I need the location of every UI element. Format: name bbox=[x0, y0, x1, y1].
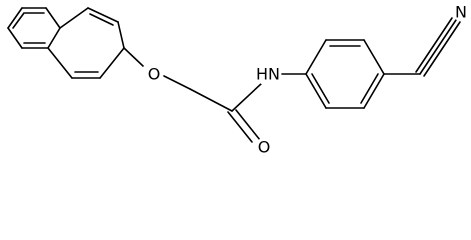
nitrile-nitrogen-atom: N bbox=[452, 3, 470, 22]
amide-nitrogen-atom: HN bbox=[256, 62, 280, 86]
nitrile-nitrogen-label: N bbox=[455, 3, 467, 22]
carbonyl-oxygen-label: O bbox=[258, 138, 271, 156]
amide-nitrogen-label: HN bbox=[256, 65, 280, 84]
ether-linkage bbox=[123, 47, 191, 90]
benzene-ring bbox=[305, 39, 385, 109]
acetamide-linkage bbox=[189, 82, 263, 143]
ether-oxygen-atom: O bbox=[145, 65, 163, 84]
naphthalene-right-ring bbox=[47, 7, 125, 79]
ether-oxygen-label: O bbox=[148, 65, 161, 84]
molecule-structure-diagram: O O HN N bbox=[7, 2, 470, 156]
carbonyl-oxygen-atom: O bbox=[255, 138, 273, 156]
cyanomethyl-group bbox=[383, 17, 461, 77]
naphthalene-left-ring bbox=[7, 7, 61, 49]
